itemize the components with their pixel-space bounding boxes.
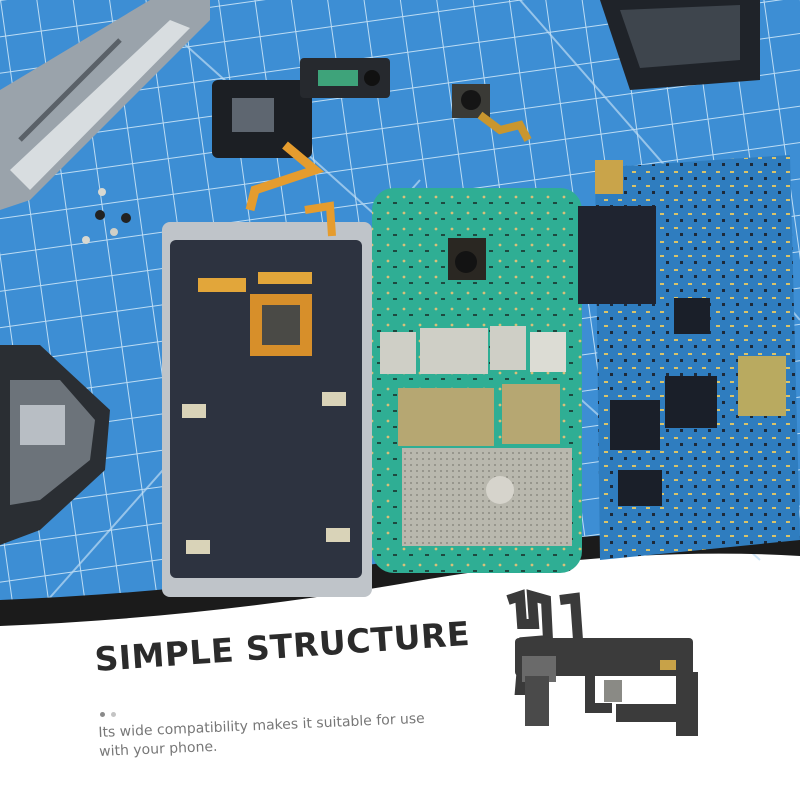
speaker-module-icon	[212, 58, 390, 212]
charging-port-flex-cable-icon	[506, 589, 698, 736]
camera-module-icon	[452, 84, 532, 142]
pagination-dot-inactive	[111, 712, 116, 717]
screws-icon	[82, 188, 131, 244]
disassembled-phone-icon	[0, 345, 110, 545]
pagination-dot-active	[100, 712, 105, 717]
phone-frame-icon	[0, 0, 210, 210]
dark-device-icon	[600, 0, 760, 90]
pagination-dots	[100, 712, 116, 717]
blue-logic-board-icon	[578, 155, 800, 560]
lcd-shield-plate-icon	[162, 201, 372, 597]
green-logic-board-icon	[372, 188, 582, 573]
